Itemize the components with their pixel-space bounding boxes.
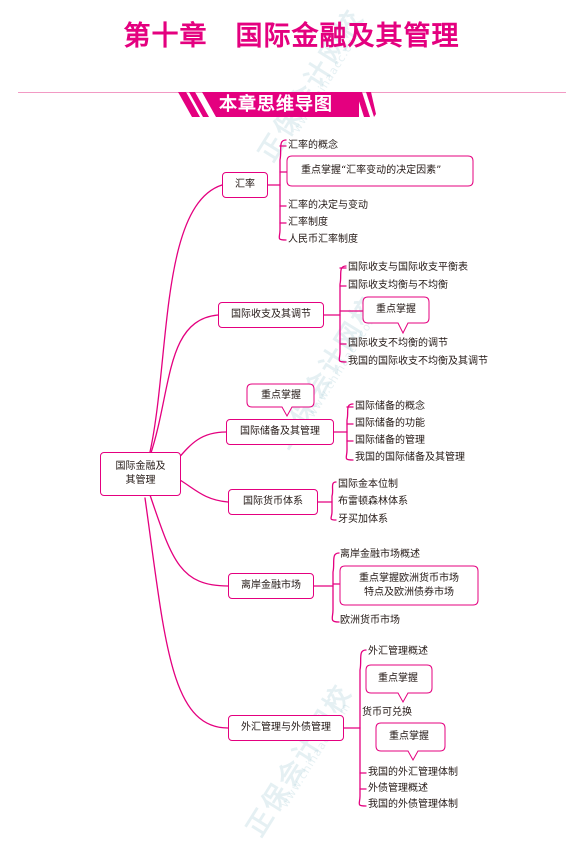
callout-text: 重点掌握 (389, 731, 429, 742)
leaf-item: 汇率的决定与变动 (288, 200, 368, 211)
leaf-item: 我国的外债管理体制 (368, 799, 458, 810)
callout-bubble-wai-hui-2 (375, 722, 446, 762)
callout-bubble-li-an-jin-rong (339, 565, 479, 606)
section-guo-ji-shou-zhi: 国际收支及其调节 (218, 302, 324, 328)
leaf-item: 我国的外汇管理体制 (368, 767, 458, 778)
leaf-item: 离岸金融市场概述 (340, 549, 420, 560)
section-guo-ji-chu-bei: 国际储备及其管理 (226, 419, 334, 445)
branch-hui-lv (149, 184, 223, 453)
branch-li-an-jin-rong (149, 494, 229, 587)
leaf-item: 国际收支均衡与不均衡 (348, 280, 448, 291)
leaf-item: 外债管理概述 (368, 783, 428, 794)
bracket-hui-lv (278, 139, 287, 241)
bracket-guo-ji-chu-bei (345, 403, 354, 461)
ribbon-body (202, 92, 359, 117)
leaf-item: 我国的国际储备及其管理 (355, 452, 465, 463)
leaf-item: 国际金本位制 (338, 479, 398, 490)
leaf-item: 汇率制度 (288, 217, 328, 228)
callout-bubble-wai-hui-1 (365, 664, 433, 704)
section-hui-lv: 汇率 (222, 172, 268, 198)
callout-text: 重点掌握 (261, 390, 301, 401)
callout-bubble-hui-lv (286, 155, 474, 187)
leaf-item: 国际收支不均衡的调节 (348, 338, 448, 349)
banner-ribbon (178, 92, 376, 117)
bracket-huo-bi-ti-xi (330, 481, 337, 521)
ribbon-stripes-left (178, 92, 209, 117)
leaf-item: 汇率的概念 (288, 140, 338, 151)
callout-bubble-guo-ji-shou-zhi (362, 296, 430, 335)
leaf-item: 欧洲货币市场 (340, 615, 400, 626)
bracket-wai-hui-wai-zhai (358, 649, 367, 807)
branch-wai-hui-wai-zhai (144, 497, 229, 729)
leaf-item: 国际储备的概念 (355, 401, 425, 412)
bracket-li-an-jin-rong (331, 552, 340, 623)
section-li-an-jin-rong: 离岸金融市场 (228, 573, 314, 599)
callout-text: 重点掌握 (376, 304, 416, 315)
leaf-item: 国际储备的功能 (355, 418, 425, 429)
bracket-guo-ji-shou-zhi (338, 265, 347, 363)
root-node: 国际金融及 其管理 (100, 452, 181, 496)
leaf-item: 货币可兑换 (362, 707, 412, 718)
leaf-item: 牙买加体系 (338, 514, 388, 525)
leaf-item: 我国的国际收支不均衡及其调节 (348, 356, 488, 367)
leaf-item: 国际储备的管理 (355, 435, 425, 446)
leaf-item: 人民币汇率制度 (288, 234, 358, 245)
branch-huo-bi-ti-xi (179, 479, 229, 503)
section-huo-bi-ti-xi: 国际货币体系 (228, 489, 318, 515)
leaf-item: 布雷顿森林体系 (338, 496, 408, 507)
branch-guo-ji-chu-bei (175, 431, 227, 462)
section-wai-hui-wai-zhai: 外汇管理与外债管理 (228, 715, 344, 741)
chapter-title: 第十章 国际金融及其管理 (123, 21, 460, 52)
branch-guo-ji-shou-zhi (149, 314, 219, 457)
callout-text: 重点掌握 (378, 673, 418, 684)
callout-text: 重点掌握欧洲货币市场 特点及欧洲债券市场 (359, 573, 459, 598)
ribbon-stripes-right (356, 92, 376, 117)
callout-text: 重点掌握“汇率变动的决定因素” (301, 165, 442, 176)
callout-bubble-guo-ji-chu-bei (246, 383, 315, 418)
leaf-item: 外汇管理概述 (368, 646, 428, 657)
leaf-item: 国际收支与国际收支平衡表 (348, 262, 468, 273)
banner-title: 本章思维导图 (219, 94, 333, 115)
